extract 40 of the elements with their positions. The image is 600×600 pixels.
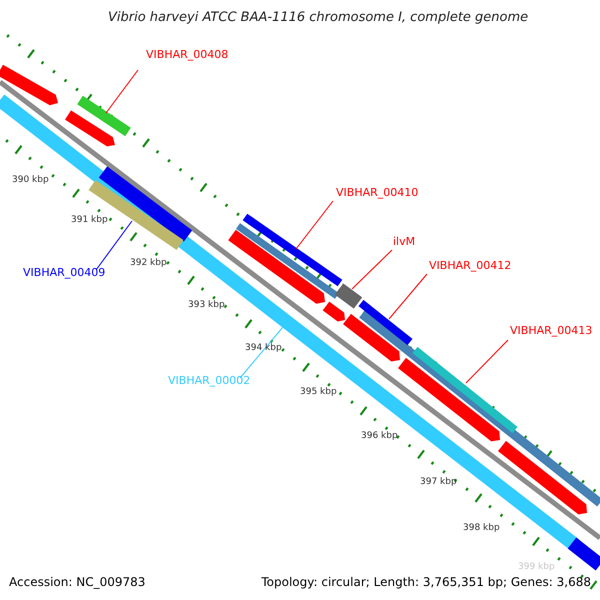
gene-bar: [334, 283, 362, 309]
gene-bar: [412, 346, 518, 434]
gene-bar: [358, 300, 412, 346]
scale-label: 395 kbp: [300, 388, 337, 397]
gene-bar: [228, 230, 325, 304]
leader-line: [296, 200, 334, 250]
gene-bar: [88, 180, 184, 250]
gene-label: VIBHAR_00002: [168, 375, 361, 386]
gene-label: ilvM: [393, 236, 416, 247]
footer-text: Topology: circular; Length: 3,765,351 bp; Genes: 3,688: [261, 576, 591, 588]
leader-line: [106, 70, 138, 114]
scale-label: 397 kbp: [420, 478, 457, 487]
gene-bar: [236, 223, 339, 299]
leader-line: [466, 340, 508, 384]
scale-label: 392 kbp: [130, 259, 167, 268]
gene-label: VIBHAR_00410: [336, 187, 418, 198]
leader-line: [96, 220, 132, 270]
title: Vibrio harveyi ATCC BAA-1116 chromosome I, complete genome: [108, 11, 528, 24]
gene-label: VIBHAR_00412: [429, 260, 512, 271]
scale-label: 390 kbp: [12, 176, 49, 185]
scale-label: 396 kbp: [361, 432, 398, 441]
scale-label: 391 kbp: [71, 216, 108, 225]
leader-line: [352, 250, 392, 290]
footer-text: Accession: NC_009783: [9, 576, 146, 588]
gene-bar: [77, 96, 131, 136]
gene-bar: [242, 214, 342, 286]
gene-bar: [65, 110, 115, 146]
gene-label: VIBHAR_00408: [146, 49, 228, 60]
gene-bar: [343, 314, 400, 362]
gene-bar: [568, 538, 600, 570]
gene-bar: [322, 302, 345, 322]
gene-bar: [0, 64, 58, 106]
leader-line: [240, 326, 284, 378]
gene-bar: [498, 440, 587, 514]
gene-label: VIBHAR_00413: [510, 325, 592, 336]
scale-label: 398 kbp: [463, 524, 500, 533]
scale-label: 393 kbp: [188, 301, 225, 310]
scale-label: 394 kbp: [245, 344, 282, 353]
gene-bar: [398, 358, 500, 442]
leader-line: [388, 274, 428, 320]
